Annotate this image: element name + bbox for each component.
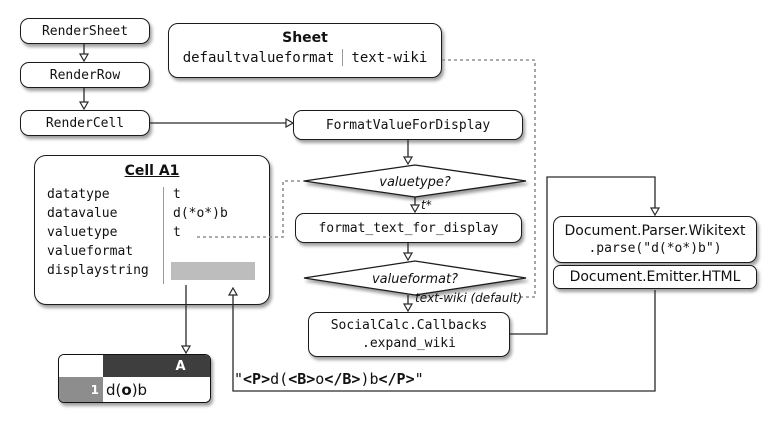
sheet-title: Sheet [282,30,328,46]
sheet-defaultvalueformat-row: defaultvalueformat text-wiki [169,49,441,66]
cell-a1-rows: datatype t datavalue d(*o*)b valuetype t… [35,185,269,284]
field-label: datatype [47,187,110,202]
sheet-field-value: text-wiki [351,49,428,66]
spreadsheet-grid: A 1 d(o)b [58,354,211,403]
cell-a1-title: Cell A1 [124,163,180,179]
cell-row-displaystring: displaystring [35,261,269,280]
field-separator [342,49,344,66]
arrowhead-down-icon [402,156,414,166]
decision-valuetype [303,164,527,198]
html-result-string: "<P>d(<B>o</B>)b</P>" [234,370,424,388]
node-formatvaluefordisplay: FormatValueForDisplay [293,110,523,140]
field-label: valuetype [47,225,118,240]
sheet-field-name: defaultvalueformat [182,49,335,66]
arrowhead-down-icon [78,53,90,63]
grid-corner-cell [59,355,103,377]
arrowhead-right-icon [285,117,295,129]
field-label: datavalue [47,206,118,221]
field-label: valueformat [47,244,134,259]
node-format-text-for-display: format_text_for_display [295,213,522,243]
parser-line1: Document.Parser.Wikitext [564,222,746,239]
node-document-emitter-html: Document.Emitter.HTML [553,265,757,289]
arrowhead-down-icon [649,207,661,217]
column-divider [163,187,164,284]
arrowhead-down-icon [402,252,414,262]
decision-valueformat [303,260,527,296]
cell-row-datatype: datatype t [35,185,269,204]
node-rendercell: RenderCell [20,110,150,136]
node-rendersheet: RenderSheet [20,18,150,44]
arrowhead-down-icon [409,204,421,214]
cell-row-valueformat: valueformat [35,242,269,261]
node-document-parser-wikitext: Document.Parser.Wikitext .parse("d(*o*)b… [553,216,757,263]
displaystring-placeholder-bar [171,261,255,280]
node-renderrow: RenderRow [20,62,150,88]
cell-row-datavalue: datavalue d(*o*)b [35,204,269,223]
cell-row-valuetype: valuetype t [35,223,269,242]
decision-valuetype-label: valuetype? [379,175,451,190]
field-value: t [173,225,181,240]
field-value: d(*o*)b [173,206,228,221]
node-cell-a1: Cell A1 datatype t datavalue d(*o*)b val… [34,155,270,305]
expand-wiki-line2: .expand_wiki [362,335,456,351]
grid-cell-a1: d(o)b [103,377,210,402]
parser-line2: .parse("d(*o*)b") [588,240,722,256]
dashed-link-sheet-defaultvalueformat [442,59,536,298]
node-sheet: Sheet defaultvalueformat text-wiki [168,23,442,78]
node-expand-wiki: SocialCalc.Callbacks .expand_wiki [308,312,510,357]
field-label: displaystring [47,263,149,278]
expand-wiki-line1: SocialCalc.Callbacks [330,317,488,333]
field-value: t [173,187,181,202]
arrowhead-down-icon [180,345,192,355]
arrowhead-down-icon [402,303,414,313]
decision-valueformat-label: valueformat? [372,272,458,287]
arrowhead-down-icon [78,101,90,111]
grid-row-header: 1 [59,377,103,402]
edge-label-t-star: t* [421,198,432,212]
edge-label-text-wiki-default: text-wiki (default) [415,291,522,305]
grid-column-header: A [103,355,210,377]
